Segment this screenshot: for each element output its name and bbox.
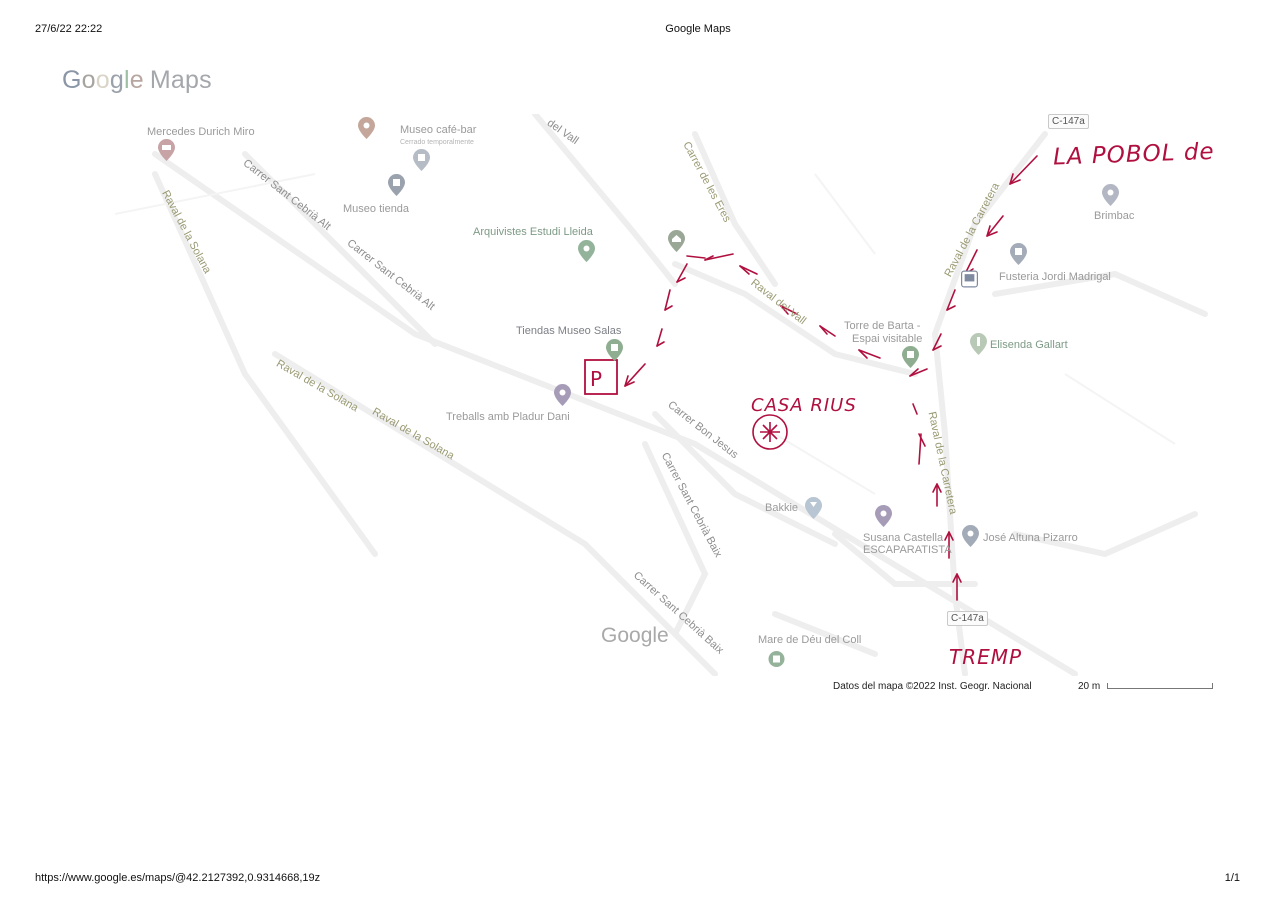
food-pin-icon[interactable]	[358, 117, 375, 139]
road-network	[115, 114, 1208, 676]
map-attribution[interactable]: Datos del mapa ©2022 Inst. Geogr. Nacion…	[833, 681, 1032, 692]
archive-pin-icon[interactable]	[578, 240, 595, 262]
escaparatista-pin-icon[interactable]	[875, 505, 892, 527]
museum-pin-icon[interactable]	[388, 174, 405, 196]
road-shield-top: C-147a	[1048, 114, 1089, 129]
print-title: Google Maps	[665, 23, 731, 35]
poi-elisenda[interactable]: Elisenda Gallart	[990, 339, 1068, 351]
route-arrows	[624, 155, 1038, 601]
lodging-pin-icon[interactable]	[158, 139, 175, 161]
poi-museo-tienda[interactable]: Museo tienda	[343, 203, 410, 215]
house-marker	[752, 414, 788, 450]
handwritten-casa: CASA RIUS	[751, 395, 857, 416]
scale-bar[interactable]	[1107, 683, 1213, 689]
poi-museo-cafe[interactable]: Museo café-bar	[400, 124, 477, 136]
contractor-pin-icon[interactable]	[554, 384, 571, 406]
home-pin-icon[interactable]	[668, 230, 685, 252]
poi-fusteria[interactable]: Fusteria Jordi Madrigal	[999, 271, 1111, 283]
poi-torre-barta-1[interactable]: Torre de Barta -	[844, 320, 921, 332]
person-pin-icon[interactable]	[962, 525, 979, 547]
poi-mercedes[interactable]: Mercedes Durich Miro	[147, 126, 255, 138]
handwritten-parking: P	[590, 367, 603, 391]
church-icon[interactable]	[768, 648, 785, 670]
google-watermark: Google	[601, 624, 669, 647]
poi-bakkie[interactable]: Bakkie	[765, 502, 799, 514]
brimbac-pin-icon[interactable]	[1102, 184, 1119, 206]
poi-mare-deu[interactable]: Mare de Déu del Coll	[758, 634, 862, 646]
bus-stop-icon[interactable]	[961, 268, 978, 290]
print-page-number: 1/1	[1224, 872, 1240, 884]
scale-label: 20 m	[1078, 681, 1101, 692]
bar-pin-icon[interactable]	[805, 497, 822, 519]
poi-museo-cafe-status: Cerrado temporalmente	[400, 139, 474, 146]
carpentry-pin-icon[interactable]	[1010, 243, 1027, 265]
handwritten-tremp: TREMP	[949, 645, 1023, 669]
print-date: 27/6/22 22:22	[35, 23, 103, 35]
poi-treballs[interactable]: Treballs amb Pladur Dani	[446, 411, 570, 423]
poi-jose[interactable]: José Altuna Pizarro	[983, 532, 1078, 544]
parking-box	[584, 359, 618, 395]
print-url: https://www.google.es/maps/@42.2127392,0…	[35, 872, 321, 884]
road-shield-bottom: C-147a	[947, 611, 988, 626]
poi-tiendas-museo[interactable]: Tiendas Museo Salas	[516, 325, 622, 337]
monument-pin-icon[interactable]	[902, 346, 919, 368]
restaurant-pin-icon[interactable]	[970, 333, 987, 355]
shop-pin-icon[interactable]	[606, 339, 623, 361]
poi-arquivistes[interactable]: Arquivistes Estudi Lleida	[473, 226, 593, 238]
map-canvas[interactable]: del Vall Carrer Sant Cebrià Alt Carrer S…	[115, 114, 1215, 676]
poi-torre-barta-2[interactable]: Espai visitable	[852, 333, 923, 345]
museum-cafe-pin-icon[interactable]	[413, 149, 430, 171]
poi-brimbac[interactable]: Brimbac	[1094, 210, 1135, 222]
poi-susana-1[interactable]: Susana Castella	[863, 532, 944, 544]
poi-susana-2[interactable]: ESCAPARATISTA	[863, 544, 952, 556]
